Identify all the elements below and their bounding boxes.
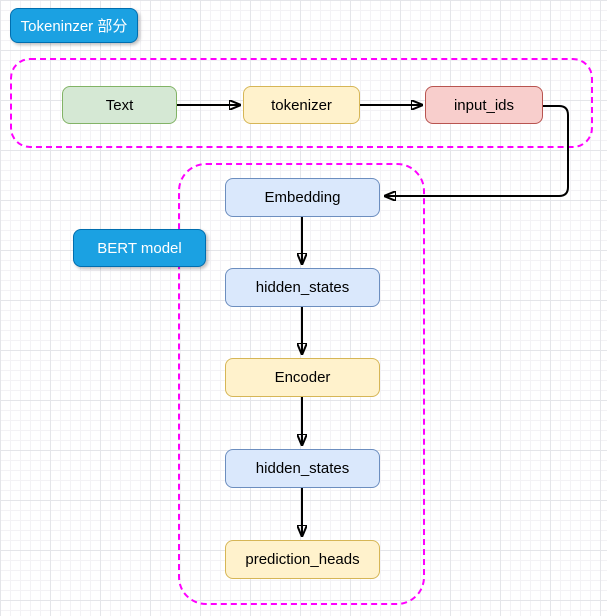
bert-model-group-container[interactable] <box>178 163 425 605</box>
hidden-states-node-2[interactable]: hidden_states <box>225 449 380 488</box>
input-ids-node[interactable]: input_ids <box>425 86 543 124</box>
encoder-node[interactable]: Encoder <box>225 358 380 397</box>
tokenizer-node[interactable]: tokenizer <box>243 86 360 124</box>
edge-input-ids-to-embedding[interactable] <box>384 105 569 196</box>
bert-model-label[interactable]: BERT model <box>73 229 206 267</box>
tokenizer-section-label[interactable]: Tokeninzer 部分 <box>10 8 138 43</box>
tokenizer-group-container[interactable] <box>10 58 593 148</box>
hidden-states-node-1[interactable]: hidden_states <box>225 268 380 307</box>
prediction-heads-node[interactable]: prediction_heads <box>225 540 380 579</box>
embedding-node[interactable]: Embedding <box>225 178 380 217</box>
text-node[interactable]: Text <box>62 86 177 124</box>
